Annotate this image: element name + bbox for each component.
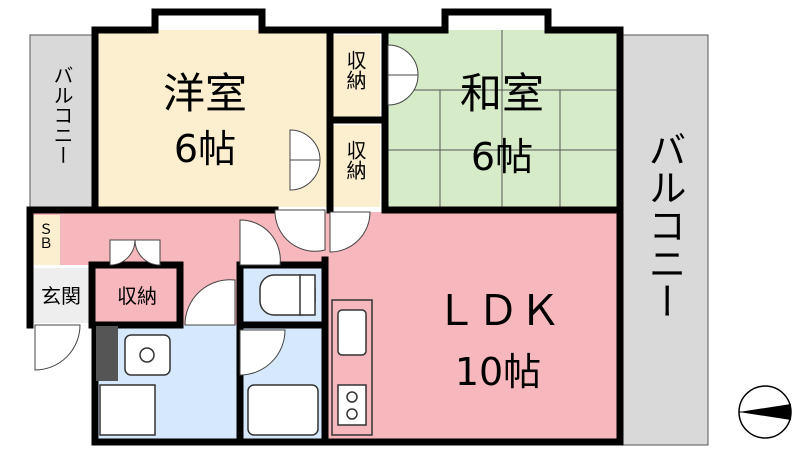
north-arrow-icon (738, 385, 792, 439)
western-room-name: 洋室 (163, 69, 247, 118)
storage-mid-area (330, 125, 380, 207)
entrance-label: 玄関 (41, 284, 81, 308)
storage-hall-area (95, 268, 180, 323)
ldk-room-name: ＬＤＫ (435, 286, 561, 335)
washing-machine-icon (99, 384, 156, 436)
japanese-room-size: 6帖 (471, 135, 533, 179)
bathtub-icon (247, 384, 319, 436)
japanese-room-name: 和室 (460, 69, 544, 118)
storage-hall-label: 収納 (117, 284, 157, 308)
pillar (96, 326, 118, 381)
ldk-room (325, 212, 620, 442)
balcony-left (29, 34, 96, 208)
storage-mid-label: 収納 (343, 140, 367, 180)
ldk-room-size: 10帖 (455, 350, 541, 394)
balcony-right (619, 34, 709, 446)
balcony-right-label: バルコニー (642, 130, 686, 320)
storage-top-area (330, 35, 380, 117)
fixtures (99, 274, 373, 436)
sink-icon (337, 309, 367, 356)
balcony-left-label: バルコニー (50, 65, 74, 165)
western-room-size: 6帖 (174, 127, 236, 171)
storage-top-label: 収納 (343, 50, 367, 90)
walls (26, 8, 624, 446)
entrance-area (30, 268, 92, 323)
shoebox-label: ＳＢ (37, 222, 53, 250)
tatami-lines (385, 30, 620, 210)
doors (34, 44, 419, 376)
shoebox-area (30, 215, 60, 265)
